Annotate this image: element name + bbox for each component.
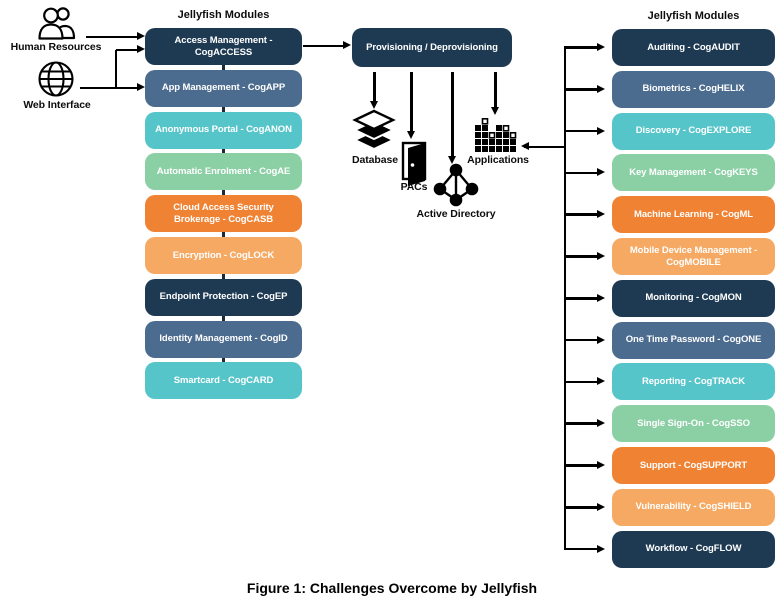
module-box: Workflow - CogFLOW: [612, 530, 775, 568]
network-nodes-icon: [432, 162, 480, 208]
arrowhead-right: [596, 126, 605, 135]
line: [86, 35, 138, 39]
database-label: Database: [352, 154, 398, 166]
module-box: Reporting - CogTRACK: [612, 363, 775, 401]
right-column-header: Jellyfish Modules: [647, 10, 740, 22]
module-box: Single Sign-On - CogSSO: [612, 405, 775, 443]
inter-box-connector: [222, 190, 225, 196]
arrowhead-right: [342, 41, 351, 50]
line: [565, 547, 598, 551]
line: [565, 297, 598, 300]
database-layers-icon: [352, 109, 396, 151]
arrowhead-down: [490, 106, 499, 115]
arrowhead-right: [596, 335, 605, 344]
arrowhead-right: [596, 84, 605, 93]
module-box: Machine Learning - CogML: [612, 196, 775, 234]
arrowhead-right: [596, 293, 605, 302]
inter-box-connector: [222, 357, 225, 363]
arrowhead-right: [596, 168, 605, 177]
line: [565, 88, 598, 91]
module-box: Monitoring - CogMON: [612, 279, 775, 317]
line: [451, 72, 454, 156]
module-box: Encryption - CogLOCK: [145, 237, 302, 274]
line: [563, 46, 567, 551]
left-column-header: Jellyfish Modules: [177, 9, 270, 21]
module-box: Vulnerability - CogSHIELD: [612, 488, 775, 526]
arrowhead-right: [596, 42, 605, 51]
active-directory-label: Active Directory: [416, 208, 496, 220]
line: [565, 213, 598, 216]
arrowhead-right: [596, 377, 605, 386]
web-interface-globe-icon: [36, 59, 76, 99]
inter-box-connector: [222, 274, 225, 279]
line: [80, 86, 140, 90]
arrowhead-right: [596, 210, 605, 219]
module-box: Identity Management - CogID: [145, 320, 302, 358]
human-resources-icon: [37, 5, 77, 41]
figure-caption: Figure 1: Challenges Overcome by Jellyfi…: [246, 580, 538, 596]
line: [524, 145, 566, 149]
line: [565, 506, 598, 509]
module-box: Anonymous Portal - CogANON: [145, 111, 302, 149]
open-door-icon: [399, 140, 429, 186]
line: [565, 255, 598, 258]
arrowhead-right: [596, 544, 605, 553]
module-box: Automatic Enrolment - CogAE: [145, 153, 302, 191]
arrowhead-right: [136, 83, 145, 92]
line: [565, 46, 598, 49]
arrowhead-right: [136, 45, 145, 54]
module-box: Mobile Device Management - CogMOBILE: [612, 238, 775, 275]
inter-box-connector: [222, 65, 225, 70]
arrowhead-down: [369, 100, 378, 109]
inter-box-connector: [222, 232, 225, 237]
arrowhead-left: [521, 142, 529, 151]
inter-box-connector: [222, 315, 225, 321]
line: [303, 44, 345, 48]
module-box: Key Management - CogKEYS: [612, 154, 775, 192]
module-box: Support - CogSUPPORT: [612, 447, 775, 484]
applications-label: Applications: [467, 154, 529, 166]
arrowhead-down: [447, 155, 456, 164]
module-box: Smartcard - CogCARD: [145, 362, 302, 400]
inter-box-connector: [222, 148, 225, 154]
module-box: Discovery - CogEXPLORE: [612, 112, 775, 150]
app-grid-icon: [475, 118, 517, 153]
line: [494, 72, 497, 107]
arrowhead-down: [406, 130, 415, 139]
module-box: Endpoint Protection - CogEP: [145, 278, 302, 316]
line: [565, 380, 598, 384]
module-box: Biometrics - CogHELIX: [612, 70, 775, 108]
line: [565, 464, 598, 467]
line: [114, 50, 118, 89]
line: [565, 338, 598, 342]
line: [565, 171, 598, 175]
inter-box-connector: [222, 106, 225, 112]
human-resources-label: Human Resources: [10, 41, 102, 53]
line: [565, 422, 598, 425]
arrowhead-right: [596, 460, 605, 469]
module-box: Cloud Access Security Brokerage - CogCAS…: [145, 195, 302, 233]
pacs-label: PACs: [400, 181, 428, 193]
module-box: App Management - CogAPP: [145, 69, 302, 107]
module-box: Auditing - CogAUDIT: [612, 29, 775, 66]
module-box: One Time Password - CogONE: [612, 321, 775, 359]
line: [373, 72, 376, 101]
module-box: Access Management - CogACCESS: [145, 28, 302, 65]
line: [116, 48, 138, 52]
arrowhead-right: [136, 32, 145, 41]
provisioning-deprovisioning-box: Provisioning / Deprovisioning: [352, 28, 512, 67]
line: [565, 129, 598, 133]
arrowhead-right: [596, 251, 605, 260]
line: [410, 72, 413, 131]
arrowhead-right: [596, 419, 605, 428]
web-interface-label: Web Interface: [23, 99, 91, 111]
arrowhead-right: [596, 502, 605, 511]
